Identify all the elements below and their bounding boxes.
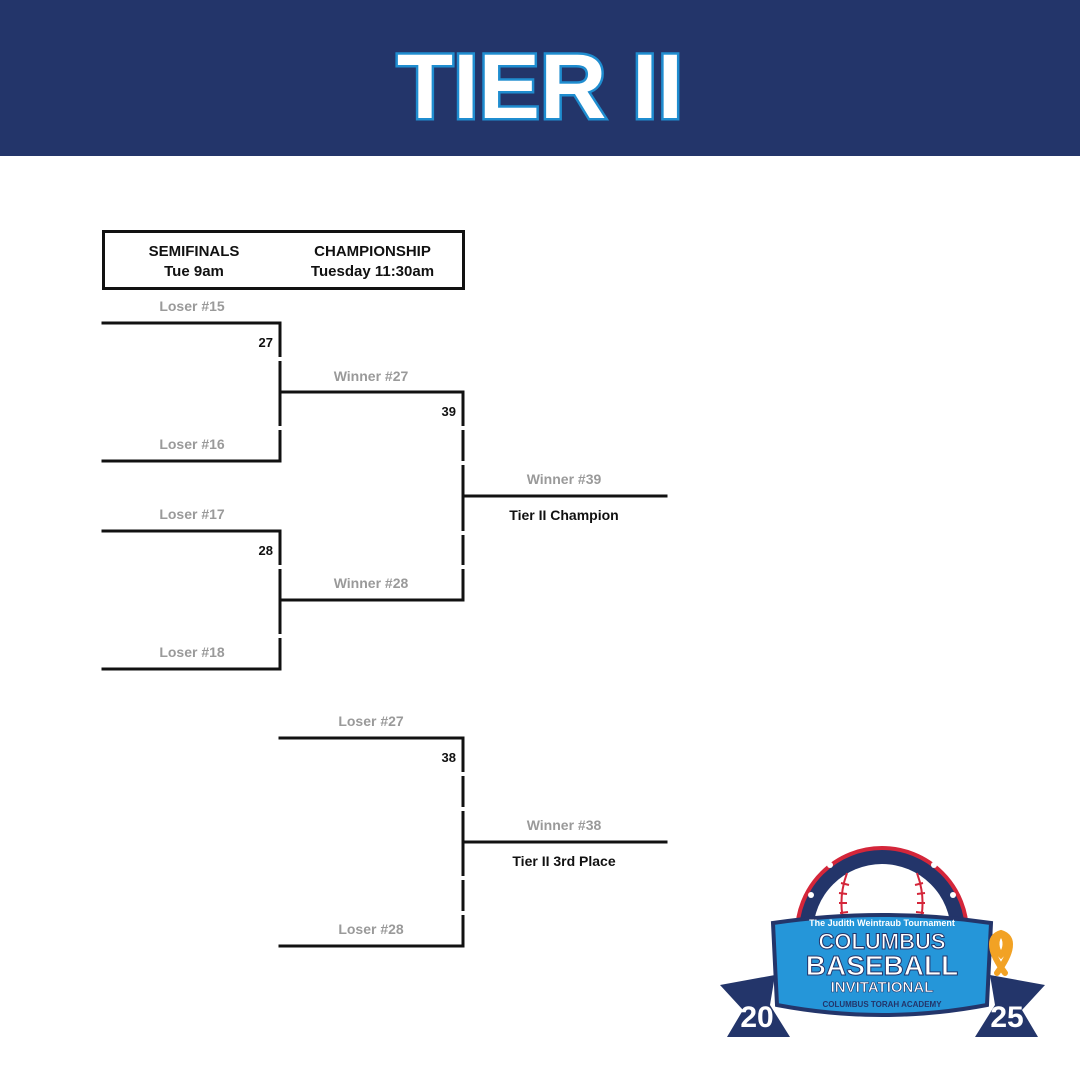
ribbon-right-tail xyxy=(975,975,1045,1037)
logo-line-3: INVITATIONAL xyxy=(831,979,934,996)
logo-year-right: 25 xyxy=(990,1001,1023,1034)
slot-winner-28: Winner #28 xyxy=(334,575,409,591)
ribbon-left-tail xyxy=(720,975,790,1037)
slot-loser-15: Loser #15 xyxy=(159,298,225,314)
result-champion: Tier II Champion xyxy=(509,507,618,523)
logo-year-left: 20 xyxy=(740,1001,773,1034)
schedule-box: SEMIFINALS Tue 9am CHAMPIONSHIP Tuesday … xyxy=(102,230,465,290)
championship-column: CHAMPIONSHIP Tuesday 11:30am xyxy=(283,242,462,282)
semifinals-time: Tue 9am xyxy=(164,263,224,280)
result-third-place: Tier II 3rd Place xyxy=(512,853,615,869)
slot-loser-18: Loser #18 xyxy=(159,644,225,660)
game-number-39: 39 xyxy=(442,404,456,419)
game-number-38: 38 xyxy=(442,750,456,765)
bracket-line-game-38 xyxy=(278,736,465,948)
slot-winner-38: Winner #38 xyxy=(527,817,602,833)
game-number-28: 28 xyxy=(259,543,273,558)
bracket-line-game-39 xyxy=(278,390,465,602)
star-icons xyxy=(808,830,956,898)
page-title-text: TIER II xyxy=(397,36,683,138)
slot-loser-17: Loser #17 xyxy=(159,506,225,522)
championship-time: Tuesday 11:30am xyxy=(310,263,435,280)
championship-label: CHAMPIONSHIP xyxy=(314,243,431,260)
logo-academy: COLUMBUS TORAH ACADEMY xyxy=(822,1000,942,1009)
slot-winner-39: Winner #39 xyxy=(527,471,602,487)
slot-loser-16: Loser #16 xyxy=(159,436,225,452)
awareness-ribbon-icon xyxy=(989,929,1013,976)
logo-ribbon xyxy=(770,913,994,1017)
semifinals-column: SEMIFINALS Tue 9am xyxy=(105,242,283,282)
header-band xyxy=(0,0,1080,156)
slot-loser-27: Loser #27 xyxy=(338,713,404,729)
semifinals-label: SEMIFINALS xyxy=(148,243,240,260)
slot-winner-27: Winner #27 xyxy=(334,368,409,384)
tournament-logo: The Judith Weintraub Tournament COLUMBUS… xyxy=(720,830,1045,1037)
slot-loser-28: Loser #28 xyxy=(338,921,404,937)
logo-line-2: BASEBALL xyxy=(806,950,958,981)
logo-line-1: COLUMBUS xyxy=(818,929,945,954)
game-number-27: 27 xyxy=(259,335,273,350)
page-title: TIER II xyxy=(394,34,685,141)
logo-tournament-name: The Judith Weintraub Tournament xyxy=(809,918,955,928)
